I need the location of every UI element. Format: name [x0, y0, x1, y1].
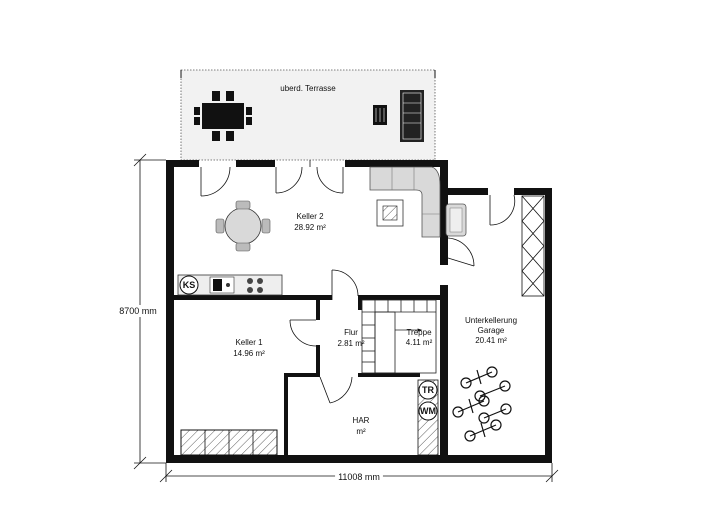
treppe-area: 4.11 m²	[406, 338, 433, 347]
dryer-label: TR	[422, 385, 434, 395]
flur-name: Flur	[344, 328, 358, 337]
terrace-label: uberd. Terrasse	[280, 84, 336, 93]
bicycle-icons	[452, 366, 512, 442]
height-dimension-label-backing	[116, 305, 160, 317]
room-labels: Keller 2 28.92 m² Keller 1 14.96 m² Flur…	[233, 212, 517, 436]
fridge-badge: KS	[179, 275, 199, 295]
bicycle-icon	[478, 403, 512, 424]
terrace: uberd. Terrasse	[180, 69, 436, 161]
treppe-name: Treppe	[406, 328, 432, 337]
walls	[166, 160, 552, 463]
bicycle-icon	[464, 419, 502, 442]
bicycle-icon	[460, 366, 498, 389]
width-dimension-label-backing	[335, 471, 383, 483]
doors	[200, 160, 516, 404]
washing-machine-label: WM	[420, 406, 436, 416]
garage-area: 20.41 m²	[475, 336, 507, 345]
width-dimension-label: 11008 mm	[338, 472, 380, 482]
dining-table-icon	[215, 200, 271, 252]
coffee-table-icon	[376, 199, 404, 227]
sun-lounger-icon	[400, 90, 424, 142]
keller2-name: Keller 2	[296, 212, 324, 221]
har-name: HAR	[353, 416, 370, 425]
keller2-area: 28.92 m²	[294, 223, 326, 232]
staircase	[361, 299, 437, 374]
keller1-area: 14.96 m²	[233, 349, 265, 358]
flur-area: 2.81 m²	[337, 339, 364, 348]
terrace-table-icon	[194, 91, 252, 141]
bicycle-icon	[452, 395, 490, 418]
garage-shelf	[521, 195, 545, 297]
utility-column: TR WM	[417, 379, 439, 456]
garage-name-line1: Unterkellerung	[465, 316, 517, 325]
kitchen-counter	[177, 274, 283, 296]
keller1-name: Keller 1	[235, 338, 263, 347]
armchair-icon	[445, 203, 467, 237]
bicycle-icon	[474, 380, 511, 402]
fridge-label: KS	[183, 280, 196, 290]
garage-name-line2: Garage	[478, 326, 505, 335]
har-area: m²	[356, 427, 366, 436]
keller1-cabinet	[180, 429, 278, 456]
corner-sofa-icon	[369, 166, 441, 238]
height-dimension-label: 8700 mm	[119, 306, 157, 316]
lounge-chair-icon	[373, 105, 387, 125]
